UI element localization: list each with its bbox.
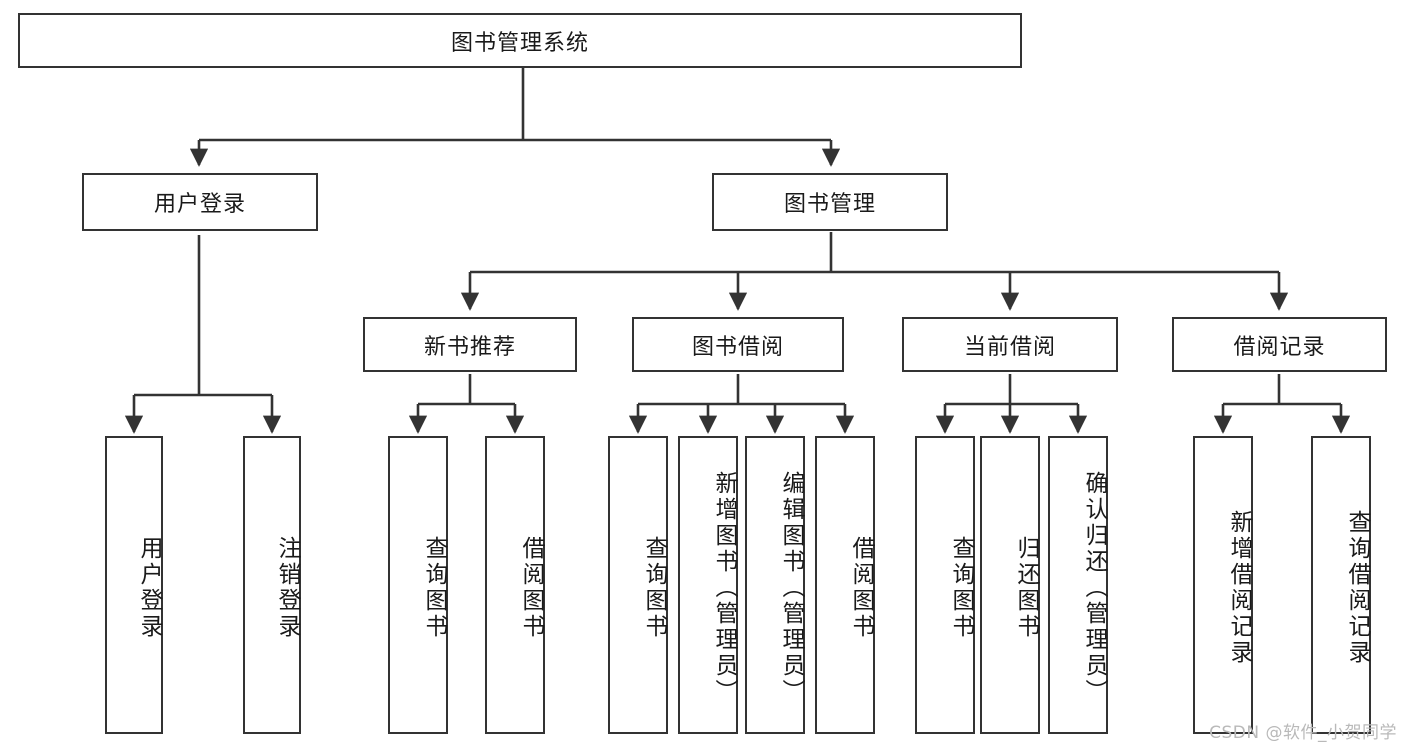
node-user-login[interactable]: 用户登录 <box>82 173 318 231</box>
node-label: 查询图书 <box>641 536 667 640</box>
leaf-current-borrow-confirm-return[interactable]: 确认归还（管理员） <box>1048 436 1108 734</box>
leaf-current-borrow-return[interactable]: 归还图书 <box>980 436 1040 734</box>
leaf-new-book-borrow[interactable]: 借阅图书 <box>485 436 545 734</box>
leaf-borrow-record-add[interactable]: 新增借阅记录 <box>1193 436 1253 734</box>
leaf-user-login-signin[interactable]: 用户登录 <box>105 436 163 734</box>
leaf-book-borrow-query[interactable]: 查询图书 <box>608 436 668 734</box>
node-label: 图书借阅 <box>691 334 784 360</box>
leaf-book-borrow-add[interactable]: 新增图书（管理员） <box>678 436 738 734</box>
node-label: 新增借阅记录 <box>1226 510 1252 666</box>
node-book-borrow[interactable]: 图书借阅 <box>632 317 844 372</box>
leaf-book-borrow-lend[interactable]: 借阅图书 <box>815 436 875 734</box>
node-label: 确认归还（管理员） <box>1081 471 1107 705</box>
leaf-book-borrow-edit[interactable]: 编辑图书（管理员） <box>745 436 805 734</box>
node-label: 图书管理 <box>783 192 876 217</box>
node-label: 注销登录 <box>274 536 300 640</box>
node-label: 查询图书 <box>948 536 974 640</box>
leaf-new-book-query[interactable]: 查询图书 <box>388 436 448 734</box>
node-label: 查询图书 <box>421 536 447 640</box>
node-label: 归还图书 <box>1013 536 1039 640</box>
node-label: 用户登录 <box>153 192 246 217</box>
node-label: 编辑图书（管理员） <box>778 471 804 705</box>
node-label: 借阅图书 <box>848 536 874 640</box>
node-borrow-record[interactable]: 借阅记录 <box>1172 317 1387 372</box>
leaf-current-borrow-query[interactable]: 查询图书 <box>915 436 975 734</box>
node-label: 新书推荐 <box>423 334 516 360</box>
csdn-watermark: CSDN @软件_小贺同学 <box>1209 723 1397 743</box>
node-label: 用户登录 <box>136 536 162 640</box>
node-label: 借阅图书 <box>518 536 544 640</box>
node-book-management[interactable]: 图书管理 <box>712 173 948 231</box>
node-label: 图书管理系统 <box>450 30 589 56</box>
node-label: 新增图书（管理员） <box>711 471 737 705</box>
leaf-borrow-record-query[interactable]: 查询借阅记录 <box>1311 436 1371 734</box>
node-current-borrow[interactable]: 当前借阅 <box>902 317 1118 372</box>
node-label: 查询借阅记录 <box>1344 510 1370 666</box>
node-label: 当前借阅 <box>963 334 1056 360</box>
leaf-user-login-logout[interactable]: 注销登录 <box>243 436 301 734</box>
node-label: 借阅记录 <box>1233 334 1326 360</box>
node-root-system[interactable]: 图书管理系统 <box>18 13 1022 68</box>
node-new-book-recommend[interactable]: 新书推荐 <box>363 317 577 372</box>
